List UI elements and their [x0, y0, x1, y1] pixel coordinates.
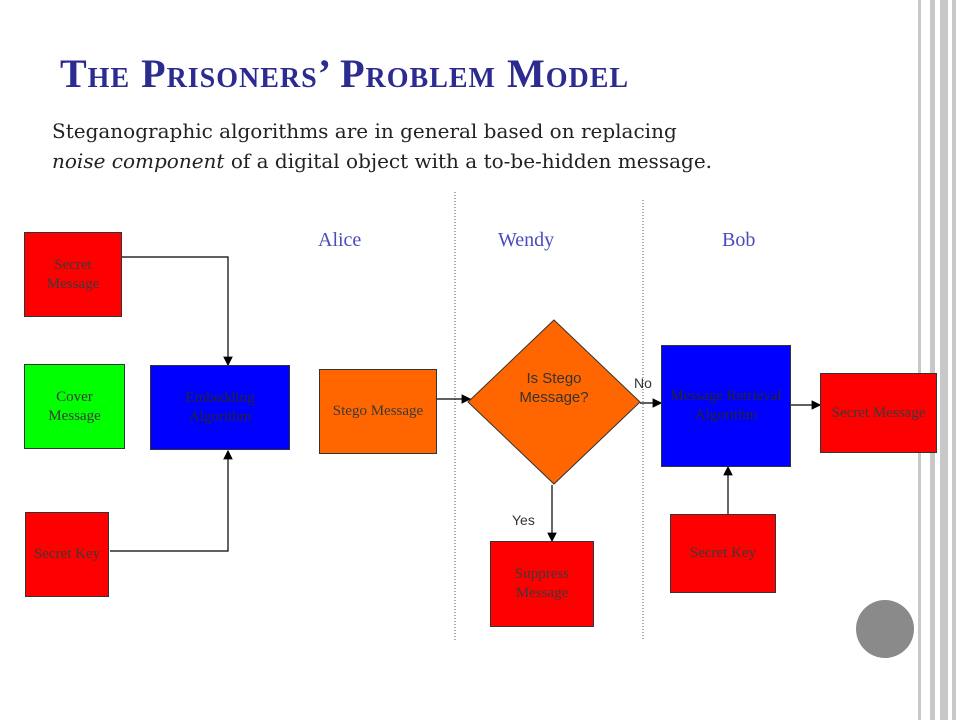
slide-subtitle: Steganographic algorithms are in general… — [52, 116, 892, 176]
cover-message: Cover Message — [24, 364, 125, 449]
connector-secret-key-to-embedding — [110, 449, 233, 552]
slide-corner-circle — [856, 600, 914, 658]
decision-diamond — [467, 319, 641, 485]
subtitle-line-2: of a digital object with a to-be-hidden … — [224, 149, 713, 173]
embedding-algorithm: Embedding Algorithm — [150, 365, 290, 450]
edge-label-yes: Yes — [512, 512, 535, 528]
edge-label-no: No — [634, 375, 652, 391]
lane-label-bob: Bob — [722, 229, 756, 251]
lane-label-alice: Alice — [318, 229, 362, 251]
subtitle-emphasis: noise component — [52, 149, 225, 173]
frame-line — [952, 0, 956, 720]
secret-message-output: Secret Message — [820, 373, 937, 453]
secret-message-input: Secret Message — [24, 232, 122, 317]
lane-label-wendy: Wendy — [498, 229, 555, 251]
stego-message: Stego Message — [319, 369, 437, 454]
decision-label: Is Stego Message? — [519, 370, 589, 406]
secret-key-input: Secret Key — [25, 512, 109, 597]
suppress-message: Suppress Message — [490, 541, 594, 627]
frame-line — [930, 0, 935, 720]
subtitle-line-1: Steganographic algorithms are in general… — [52, 119, 677, 143]
slide-title: The Prisoners’ Problem Model — [60, 51, 630, 96]
message-retrieval-algorithm: Message Retrieval Algorithm — [661, 345, 791, 467]
connector-secret-message-to-embedding — [122, 256, 233, 367]
secret-key-output: Secret Key — [670, 514, 776, 593]
frame-line — [918, 0, 921, 720]
frame-line — [940, 0, 948, 720]
